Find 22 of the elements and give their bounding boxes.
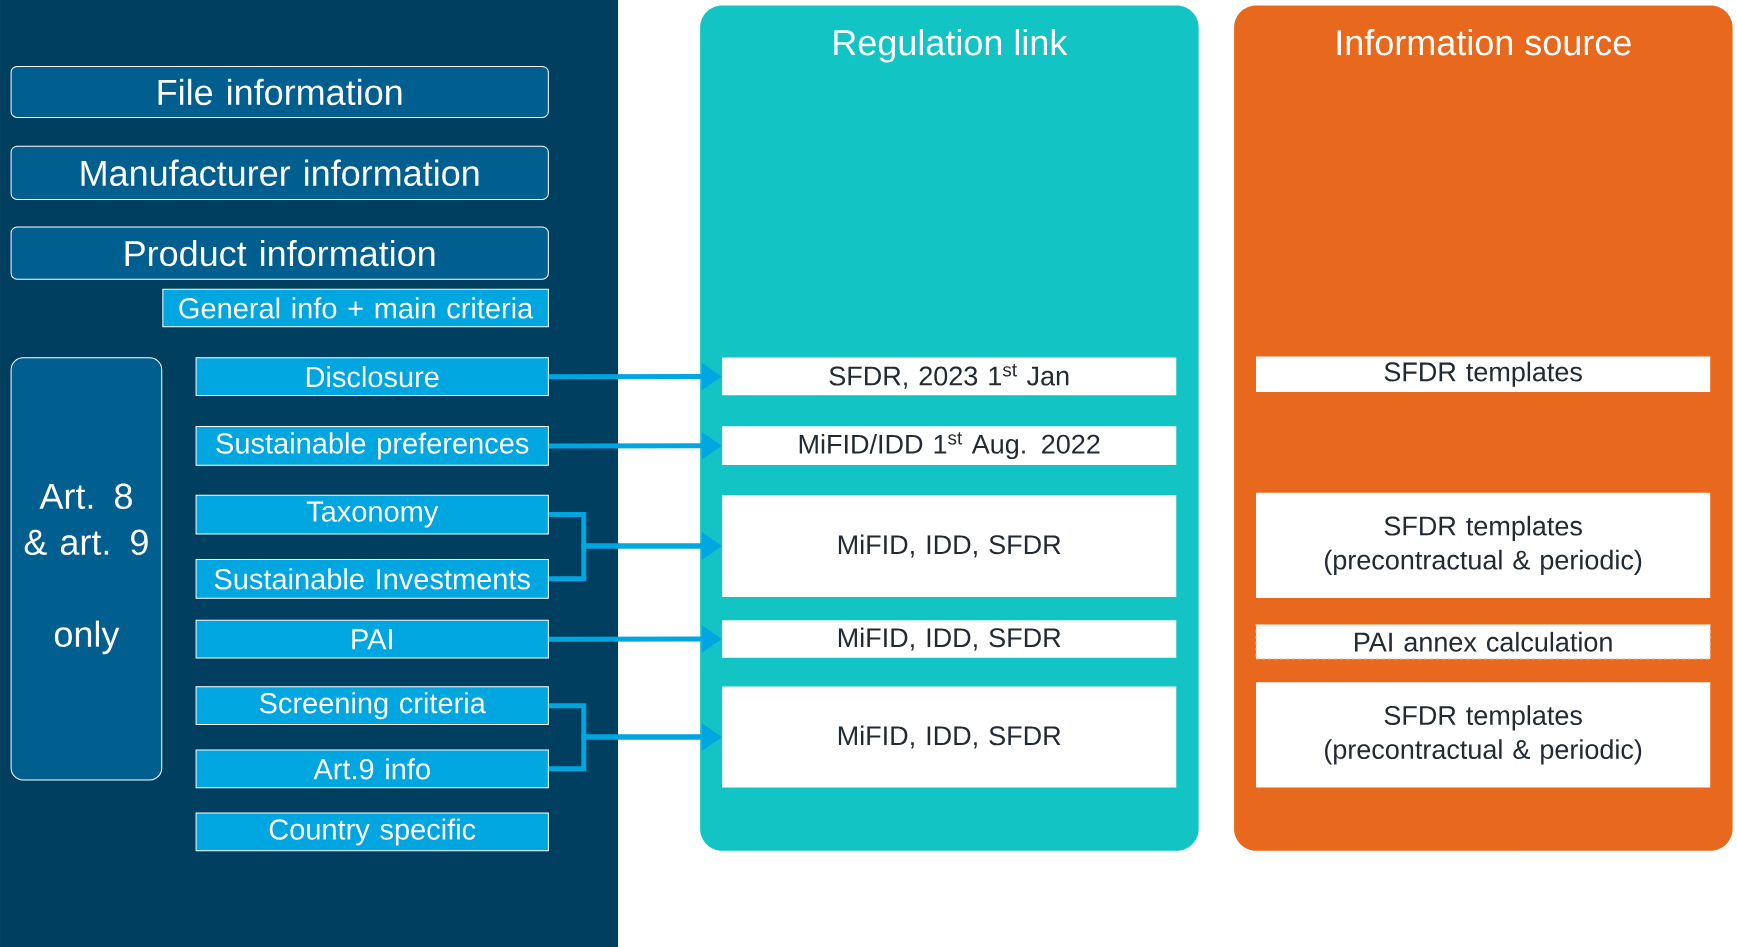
field-box: PAI [195,619,549,659]
info-box: MiFID/IDD 1$^{st}$ Aug. 2022 [722,426,1177,466]
info-box: MiFID, IDD, SFDR [722,686,1177,788]
field-box: Sustainable preferences [195,426,549,466]
info-box: SFDR templates [1256,356,1711,392]
info-box: PAI annex calculation [1255,624,1711,660]
field-box: Country specific [195,812,549,852]
info-box: SFDR templates (precontractual & periodic) [1256,492,1711,598]
info-box: SFDR templates (precontractual & periodic) [1256,682,1711,788]
info-box: MiFID, IDD, SFDR [722,620,1177,658]
field-box: General info + main criteria [162,288,549,328]
section-header: Product information [10,226,549,280]
info-box: MiFID, IDD, SFDR [722,495,1177,597]
field-box: Disclosure [195,357,549,396]
field-box: Art.9 info [195,749,549,789]
field-box: Screening criteria [195,686,549,725]
section-header: File information [10,65,549,118]
field-box: Sustainable Investments [195,558,549,599]
section-header: Manufacturer information [10,145,549,200]
field-box: Taxonomy [195,494,549,535]
group-box: Art. 8 & art. 9 only [10,357,163,781]
info-box: SFDR, 2023 1$^{st}$ Jan [722,357,1177,396]
